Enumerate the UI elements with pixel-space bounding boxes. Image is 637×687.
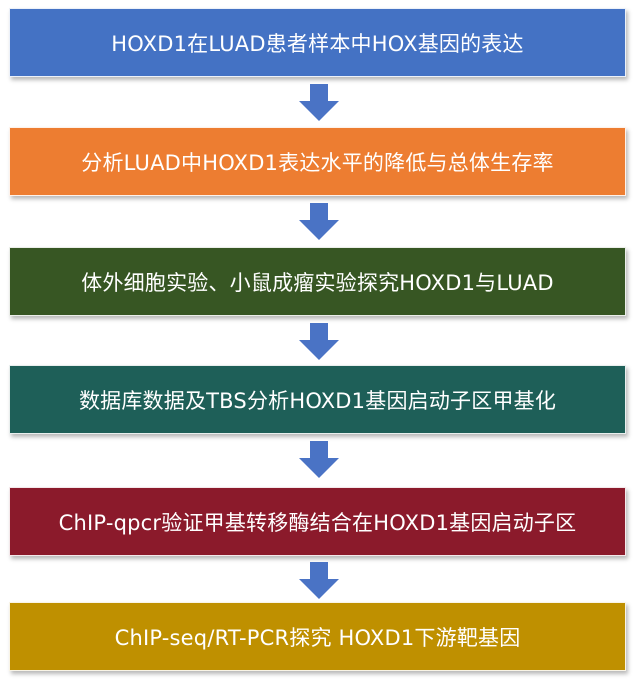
down-arrow-icon <box>298 323 340 361</box>
down-arrow-icon <box>298 84 340 122</box>
step-1-box: HOXD1在LUAD患者样本中HOX基因的表达 <box>9 8 626 77</box>
down-arrow-icon <box>298 562 340 600</box>
step-5-box: ChIP-qpcr验证甲基转移酶结合在HOXD1基因启动子区 <box>9 487 626 556</box>
step-6-box: ChIP-seq/RT-PCR探究 HOXD1下游靶基因 <box>9 602 626 671</box>
step-2-box: 分析LUAD中HOXD1表达水平的降低与总体生存率 <box>9 127 626 196</box>
step-4-label: 数据库数据及TBS分析HOXD1基因启动子区甲基化 <box>78 388 557 413</box>
down-arrow-icon <box>298 203 340 241</box>
step-6-label: ChIP-seq/RT-PCR探究 HOXD1下游靶基因 <box>114 625 521 650</box>
step-5-label: ChIP-qpcr验证甲基转移酶结合在HOXD1基因启动子区 <box>58 510 577 535</box>
step-2-label: 分析LUAD中HOXD1表达水平的降低与总体生存率 <box>81 150 554 175</box>
step-3-box: 体外细胞实验、小鼠成瘤实验探究HOXD1与LUAD <box>9 247 626 316</box>
step-1-label: HOXD1在LUAD患者样本中HOX基因的表达 <box>111 31 524 56</box>
step-4-box: 数据库数据及TBS分析HOXD1基因启动子区甲基化 <box>9 365 626 434</box>
step-3-label: 体外细胞实验、小鼠成瘤实验探究HOXD1与LUAD <box>81 270 554 295</box>
down-arrow-icon <box>298 441 340 479</box>
